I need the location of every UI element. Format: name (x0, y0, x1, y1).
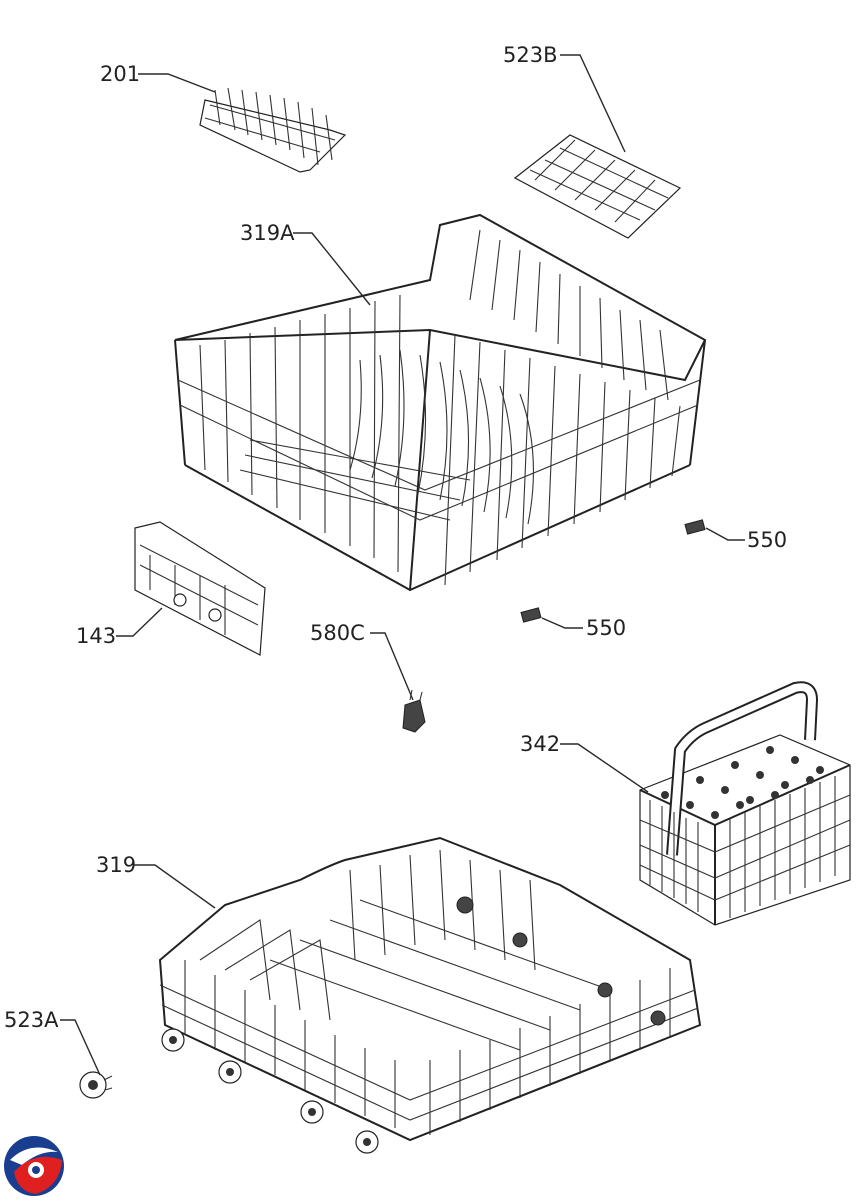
callout-580C: 580C (310, 621, 414, 701)
callout-319: 319 (96, 853, 216, 909)
part-523A-wheel (79, 1071, 113, 1099)
label-550-lower: 550 (586, 616, 626, 640)
label-580C: 580C (310, 621, 365, 645)
part-550-clip-upper (684, 519, 706, 535)
label-319A: 319A (240, 221, 295, 245)
label-201: 201 (100, 62, 140, 86)
label-143: 143 (76, 624, 116, 648)
part-523B-shelf (513, 134, 682, 239)
lower-basket-wheels (161, 1028, 379, 1154)
label-319: 319 (96, 853, 136, 877)
callout-523A: 523A (4, 1008, 101, 1076)
label-523A: 523A (4, 1008, 59, 1032)
part-143-rail (134, 521, 266, 656)
callout-342: 342 (520, 732, 649, 793)
brand-logo (4, 1136, 64, 1196)
callout-201: 201 (100, 62, 216, 93)
callout-319A: 319A (240, 221, 371, 306)
part-319A-upper-basket (174, 213, 707, 592)
part-201-comb (199, 87, 347, 173)
callout-550-upper: 550 (705, 527, 787, 552)
callout-550-lower: 550 (541, 616, 626, 640)
part-580C-clip (402, 689, 426, 733)
label-523B: 523B (503, 43, 558, 67)
part-342-cutlery-basket (639, 681, 851, 926)
part-550-clip-lower (520, 607, 542, 623)
callout-523B: 523B (503, 43, 626, 153)
label-550-upper: 550 (747, 528, 787, 552)
part-319-lower-basket (158, 836, 702, 1154)
callout-143: 143 (76, 607, 163, 648)
label-342: 342 (520, 732, 560, 756)
